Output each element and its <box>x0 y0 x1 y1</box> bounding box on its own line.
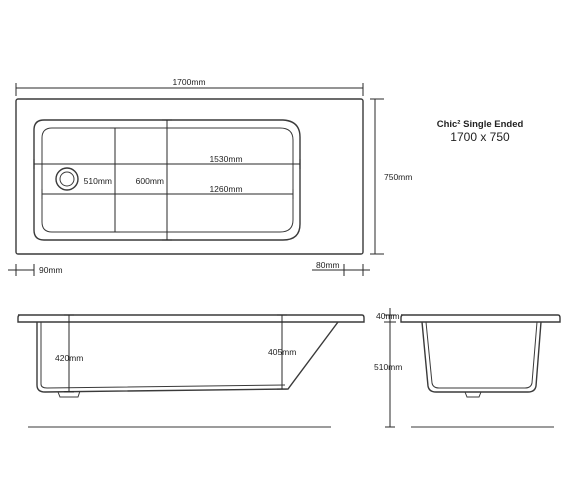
width-label: 750mm <box>384 172 412 182</box>
end-foot-outline <box>464 391 482 398</box>
length-label: 1700mm <box>172 77 205 87</box>
side-body-outline <box>36 321 339 393</box>
inner-width-label: 600mm <box>136 176 164 186</box>
rim-right-label: 80mm <box>316 260 340 270</box>
side-foot-outline <box>57 390 81 398</box>
end-inner-outline <box>425 321 538 389</box>
end-depth-label: 510mm <box>374 362 402 372</box>
end-body-outline <box>421 321 542 393</box>
rim-left-label: 90mm <box>39 265 63 275</box>
tub-outer-outline <box>15 98 364 255</box>
waste-outlet-inner-icon <box>59 171 75 187</box>
plan-view: 1700mm 750mm 1530mm 1260mm 510mm 600mm 9… <box>8 77 412 276</box>
model-name: Chic² Single Ended <box>437 119 524 130</box>
title-block: Chic² Single Ended 1700 x 750 <box>437 119 524 144</box>
tub-inner-basin <box>33 119 301 241</box>
waste-outlet-icon <box>55 167 79 191</box>
end-rim-outline <box>400 314 561 323</box>
waste-width-label: 510mm <box>84 176 112 186</box>
depth-right-label: 405mm <box>268 347 296 357</box>
depth-left-label: 420mm <box>55 353 83 363</box>
base-length-label: 1260mm <box>209 184 242 194</box>
side-rim-outline <box>17 314 365 323</box>
side-inner-outline <box>40 322 286 389</box>
tub-base-outline <box>41 127 294 233</box>
model-size: 1700 x 750 <box>450 130 510 144</box>
end-view: 40mm 510mm <box>374 308 561 428</box>
side-view: 420mm 405mm <box>17 314 365 428</box>
inner-length-label: 1530mm <box>209 154 242 164</box>
rim-height-label: 40mm <box>376 311 400 321</box>
